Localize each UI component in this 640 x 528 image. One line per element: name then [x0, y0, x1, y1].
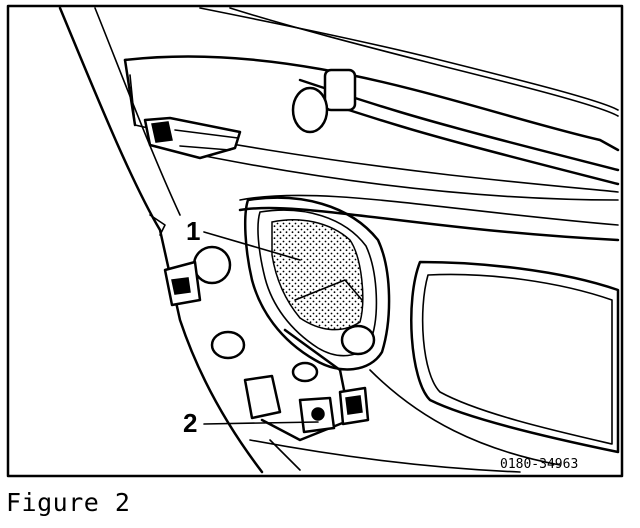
callout-2-label: 2 — [183, 408, 197, 438]
figure-illustration: 1 2 0180-34963 — [6, 4, 624, 478]
callout-1-label: 1 — [186, 216, 200, 246]
panel-hole-lower — [210, 330, 246, 360]
window-opening-outer — [410, 260, 620, 454]
figure-border — [6, 4, 624, 478]
left-fasteners — [149, 214, 246, 360]
latch-tab — [243, 374, 282, 420]
insulation-pad — [271, 219, 364, 331]
figure-caption: Figure 2 — [6, 488, 131, 517]
panel-hole-upper — [192, 245, 232, 285]
callout-2-leader — [203, 421, 319, 425]
cable-clip — [323, 68, 357, 112]
cable-assembly — [291, 68, 620, 186]
window-opening-inner — [421, 273, 613, 445]
door-panel-drawing: 1 2 0180-34963 — [6, 4, 624, 478]
upper-bracket — [143, 116, 242, 160]
cable-grommet — [291, 86, 329, 134]
access-opening — [243, 196, 391, 371]
access-plug — [340, 324, 376, 356]
door-panel-outline — [58, 6, 620, 474]
reference-code: 0180-34963 — [500, 457, 578, 472]
callout-1-leader — [203, 231, 301, 261]
latch-mechanism — [243, 328, 370, 471]
